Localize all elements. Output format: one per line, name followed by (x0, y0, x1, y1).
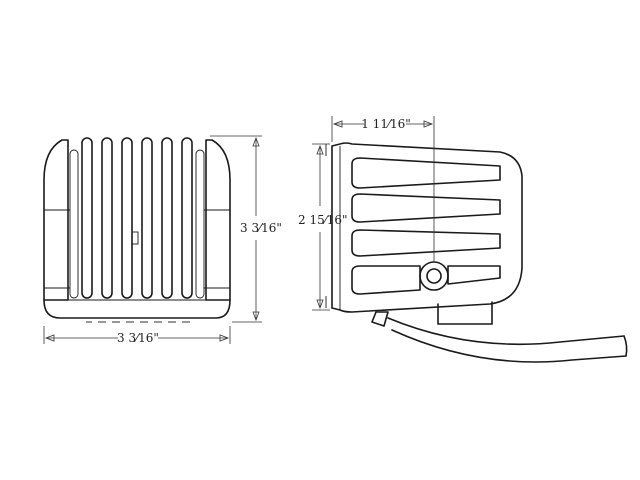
front-width-label: 3 3⁄16" (117, 331, 159, 345)
side-view: 1 11⁄16" 2 15⁄16" (298, 116, 628, 363)
bracket-and-cable (371, 301, 628, 363)
side-housing-outline (331, 142, 523, 313)
front-base-detail (86, 231, 190, 323)
mounting-knob (419, 261, 449, 291)
side-depth-dimension (331, 116, 435, 262)
front-height-label: 3 3⁄16" (240, 221, 282, 235)
side-height-label: 2 15⁄16" (298, 213, 348, 227)
front-width-dimension (43, 326, 231, 344)
side-depth-label: 1 11⁄16" (361, 117, 411, 131)
front-height-dimension (210, 135, 262, 323)
front-housing-outline (43, 139, 69, 301)
front-view: 3 3⁄16" 3 3⁄16" (43, 135, 282, 345)
side-cooling-fins (351, 157, 501, 295)
front-cooling-fins (69, 137, 205, 299)
side-height-dimension (312, 143, 330, 311)
